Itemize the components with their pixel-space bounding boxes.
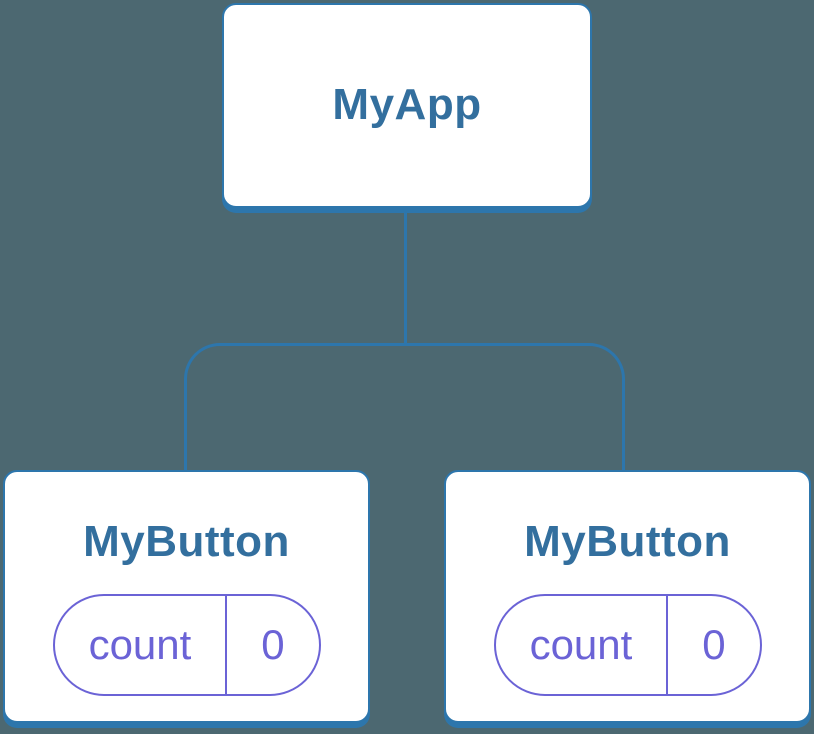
- root-node-myapp: MyApp: [222, 3, 592, 208]
- connector-stem: [404, 206, 407, 346]
- connector-bracket: [184, 343, 625, 470]
- state-pill: count 0: [493, 594, 762, 697]
- child-node-mybutton-right: MyButton count 0: [444, 470, 811, 723]
- state-key: count: [55, 596, 228, 695]
- child-node-label: MyButton: [83, 517, 290, 566]
- state-pill: count 0: [52, 594, 321, 697]
- state-value: 0: [702, 621, 726, 669]
- state-value: 0: [261, 621, 285, 669]
- child-node-mybutton-left: MyButton count 0: [3, 470, 370, 723]
- state-key: count: [496, 596, 669, 695]
- child-node-label: MyButton: [524, 517, 731, 566]
- root-node-label: MyApp: [332, 80, 482, 130]
